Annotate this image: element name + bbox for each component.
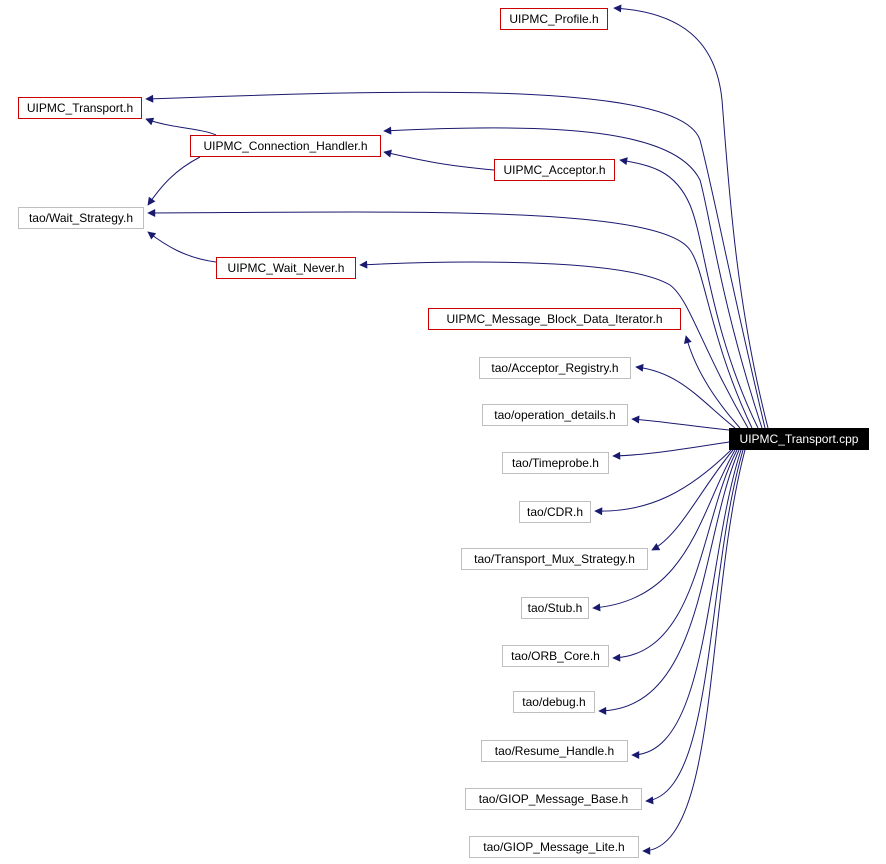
edge-root-to-tms xyxy=(651,449,734,551)
edge-root-to-giop_lite xyxy=(642,449,746,855)
edge-acceptor-to-conn_handler xyxy=(383,149,495,171)
edge-root-to-profile xyxy=(613,4,769,429)
edge-conn_handler-to-wait_strategy xyxy=(147,156,201,206)
node-tao-operation-details-h[interactable]: tao/operation_details.h xyxy=(482,404,628,426)
node-uipmc-transport-h[interactable]: UIPMC_Transport.h xyxy=(18,97,142,119)
node-tao-cdr-h[interactable]: tao/CDR.h xyxy=(519,501,591,523)
node-uipmc-wait-never-h[interactable]: UIPMC_Wait_Never.h xyxy=(216,257,356,279)
node-uipmc-connection-handler-h[interactable]: UIPMC_Connection_Handler.h xyxy=(190,135,381,157)
edge-root-to-resume_handle xyxy=(631,449,742,759)
edge-conn_handler-to-transport_h xyxy=(145,117,217,136)
node-tao-debug-h[interactable]: tao/debug.h xyxy=(513,691,595,713)
edge-root-to-giop_base xyxy=(645,449,744,805)
edge-root-to-acceptor_registry xyxy=(635,363,736,429)
node-tao-timeprobe-h[interactable]: tao/Timeprobe.h xyxy=(502,452,609,474)
edge-root-to-stub xyxy=(592,449,736,612)
edge-root-to-transport_h xyxy=(145,91,766,429)
edge-root-to-conn_handler xyxy=(383,126,763,429)
node-uipmc-message-block-data-iterator-h[interactable]: UIPMC_Message_Block_Data_Iterator.h xyxy=(428,308,681,330)
edge-root-to-orb_core xyxy=(612,449,738,662)
node-uipmc-acceptor-h[interactable]: UIPMC_Acceptor.h xyxy=(494,159,615,181)
node-tao-orb-core-h[interactable]: tao/ORB_Core.h xyxy=(502,645,609,667)
edge-root-to-timeprobe xyxy=(612,441,730,460)
edge-root-to-mbdi xyxy=(683,335,741,429)
edge-wait_never-to-wait_strategy xyxy=(147,231,217,263)
edge-root-to-debug xyxy=(598,449,740,715)
node-tao-resume-handle-h[interactable]: tao/Resume_Handle.h xyxy=(481,740,628,762)
node-tao-wait-strategy-h[interactable]: tao/Wait_Strategy.h xyxy=(18,207,144,229)
node-uipmc-profile-h[interactable]: UIPMC_Profile.h xyxy=(500,8,608,30)
node-tao-transport-mux-strategy-h[interactable]: tao/Transport_Mux_Strategy.h xyxy=(461,548,648,570)
edge-root-to-operation_details xyxy=(631,415,730,431)
edge-root-to-wait_strategy xyxy=(147,208,753,429)
edge-root-to-acceptor xyxy=(619,157,759,429)
node-tao-stub-h[interactable]: tao/Stub.h xyxy=(521,597,589,619)
node-tao-giop-message-lite-h[interactable]: tao/GIOP_Message_Lite.h xyxy=(469,836,639,858)
edge-root-to-wait_never xyxy=(359,260,749,429)
node-tao-acceptor-registry-h[interactable]: tao/Acceptor_Registry.h xyxy=(479,357,631,379)
node-root-uipmc-transport-cpp[interactable]: UIPMC_Transport.cpp xyxy=(729,428,869,450)
node-tao-giop-message-base-h[interactable]: tao/GIOP_Message_Base.h xyxy=(465,788,642,810)
edge-root-to-cdr xyxy=(594,449,732,516)
